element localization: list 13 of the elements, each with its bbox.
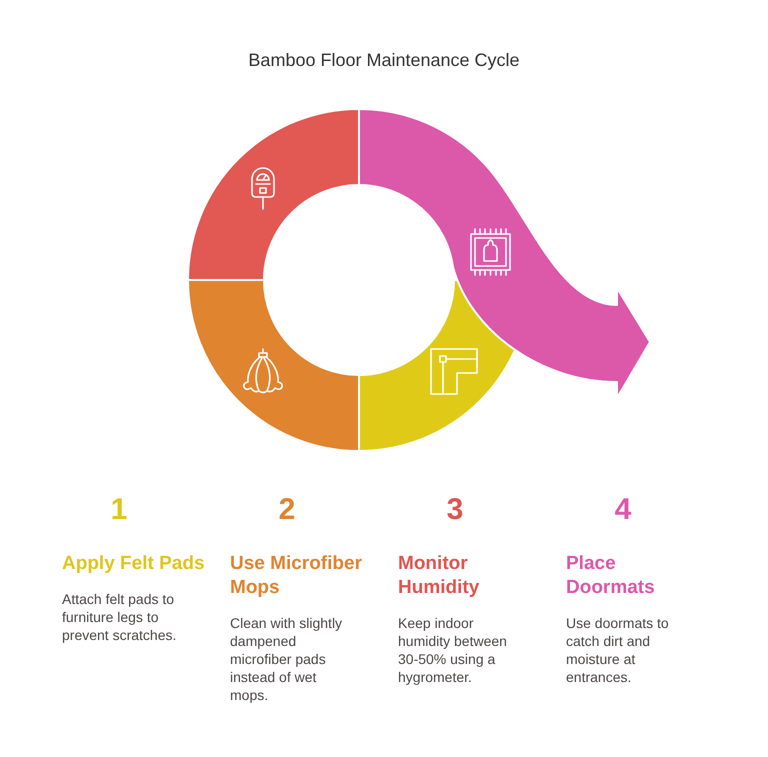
step-description: Use doormats to catch dirt and moisture at entrances. xyxy=(566,614,670,686)
step-heading: Monitor Humidity xyxy=(398,552,480,600)
step-description: Attach felt pads to furniture legs to prevent scratches. xyxy=(62,590,178,644)
step-number: 2 xyxy=(278,494,296,526)
step-number: 3 xyxy=(446,494,464,526)
step-number: 1 xyxy=(110,494,128,526)
step-description: Clean with slightly dampened microfiber pads instead of wet mops. xyxy=(230,614,344,704)
step-heading: Place Doormats xyxy=(566,552,656,600)
step-number: 4 xyxy=(614,494,632,526)
step-description: Keep indoor humidity between 30-50% using a hygrometer. xyxy=(398,614,508,686)
step-heading: Use Microfiber Mops xyxy=(230,552,363,600)
step-heading: Apply Felt Pads xyxy=(62,552,206,576)
diagram-title: Bamboo Floor Maintenance Cycle xyxy=(248,49,520,71)
